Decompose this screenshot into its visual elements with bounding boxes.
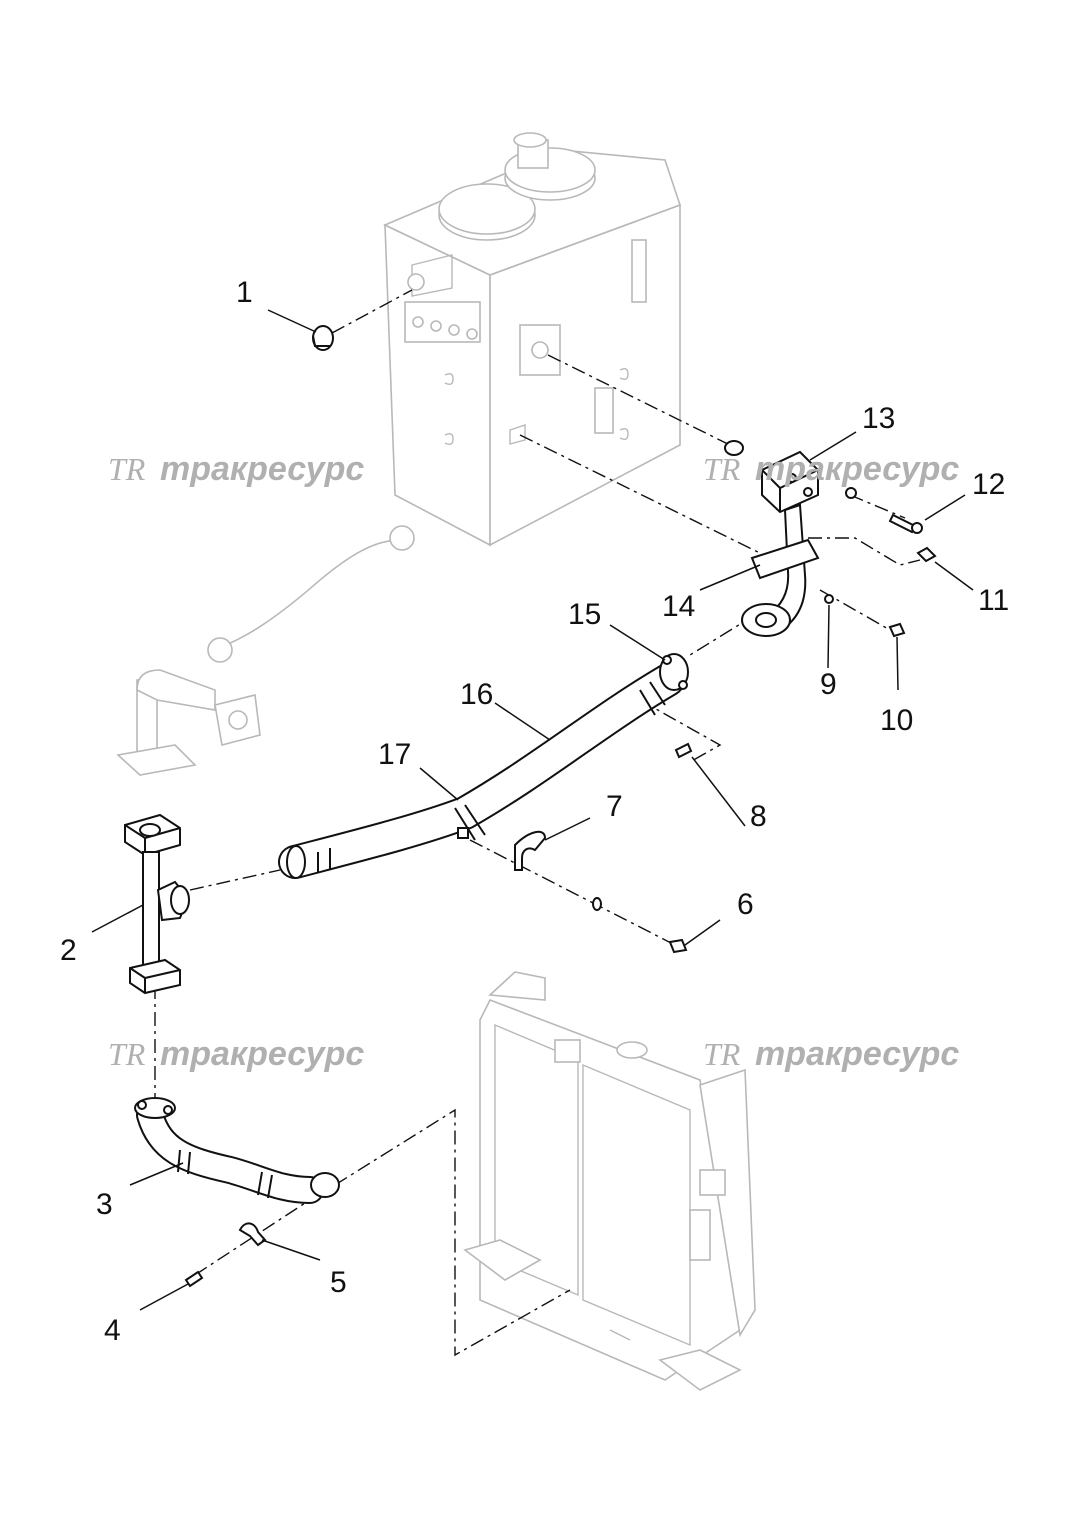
part-hose-lower xyxy=(134,1097,340,1204)
watermark: TR тракресурс xyxy=(703,450,959,488)
callout-14: 14 xyxy=(662,590,695,623)
callout-labels: 1 2 3 4 5 6 7 8 9 10 11 12 13 14 15 16 1… xyxy=(60,276,1009,1347)
callout-6: 6 xyxy=(737,888,754,921)
part-bolt-11 xyxy=(916,546,937,563)
callout-8: 8 xyxy=(750,800,767,833)
watermark: TR тракресурс xyxy=(108,450,364,488)
watermark: TR тракресурс xyxy=(703,1035,959,1073)
part-hose-clamp xyxy=(454,804,486,841)
svg-text:TR: TR xyxy=(703,1036,741,1072)
svg-text:TR: TR xyxy=(108,451,146,487)
callout-7: 7 xyxy=(606,790,623,823)
callout-13: 13 xyxy=(862,402,895,435)
part-bolt-8 xyxy=(674,742,693,759)
part-bolt-4 xyxy=(184,1270,204,1288)
svg-text:тракресурс: тракресурс xyxy=(160,1035,364,1073)
part-hose-main xyxy=(278,663,685,879)
part-clip-bracket xyxy=(514,830,547,871)
radiator xyxy=(463,971,756,1391)
part-o-ring xyxy=(724,440,744,456)
svg-text:тракресурс: тракресурс xyxy=(755,1035,959,1073)
callout-17: 17 xyxy=(378,738,411,771)
svg-text:TR: TR xyxy=(108,1036,146,1072)
svg-text:TR: TR xyxy=(703,451,741,487)
ghost-pipe-left xyxy=(116,669,261,776)
callout-12: 12 xyxy=(972,468,1005,501)
leader-lines xyxy=(91,309,974,1311)
callout-3: 3 xyxy=(96,1188,113,1221)
callout-9: 9 xyxy=(820,668,837,701)
part-bolt-12 xyxy=(888,513,923,534)
part-bolt-6 xyxy=(668,938,688,954)
callout-10: 10 xyxy=(880,704,913,737)
callout-16: 16 xyxy=(460,678,493,711)
part-bolt-10 xyxy=(888,622,906,638)
svg-text:тракресурс: тракресурс xyxy=(755,450,959,488)
part-split-flange xyxy=(659,653,689,691)
watermark: TR тракресурс xyxy=(108,1035,364,1073)
callout-5: 5 xyxy=(330,1266,347,1299)
callout-11: 11 xyxy=(978,584,1009,617)
callout-1: 1 xyxy=(236,276,253,309)
part-plug xyxy=(312,325,334,351)
part-washer-12 xyxy=(845,487,857,499)
part-washer-9 xyxy=(824,594,834,604)
ghost-hose-upper xyxy=(207,525,415,663)
part-suction-pipe-bracket xyxy=(741,450,820,637)
callout-2: 2 xyxy=(60,934,77,967)
hydraulic-tank xyxy=(383,132,682,547)
callout-15: 15 xyxy=(568,598,601,631)
svg-text:тракресурс: тракресурс xyxy=(160,450,364,488)
part-washer-6 xyxy=(592,897,602,911)
callout-4: 4 xyxy=(104,1314,121,1347)
part-vertical-pipe xyxy=(124,813,190,995)
part-clip-lower xyxy=(238,1222,267,1247)
